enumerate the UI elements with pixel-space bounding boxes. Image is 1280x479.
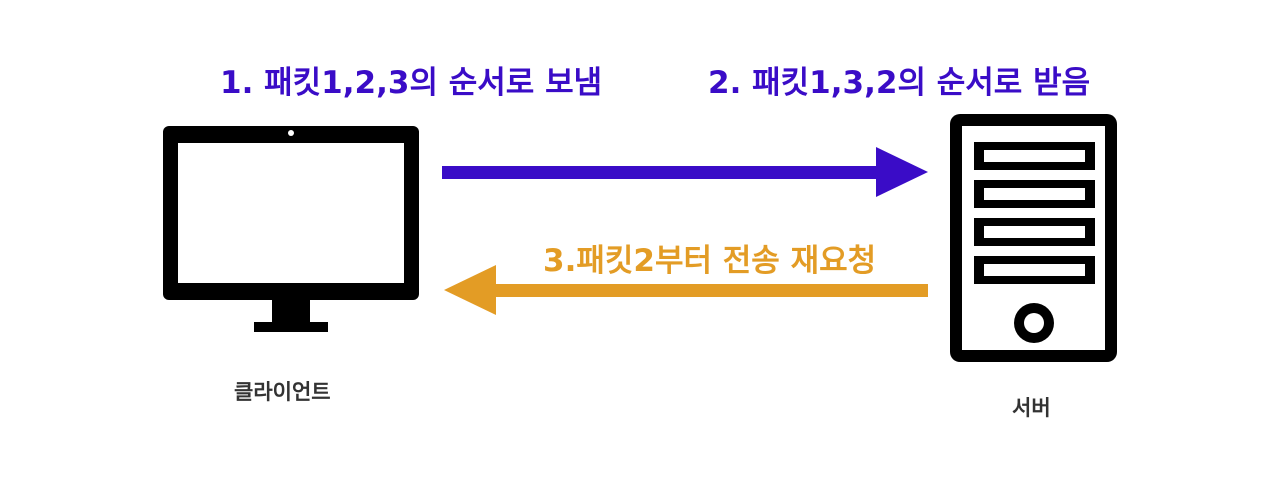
client-label: 클라이언트 [234, 380, 331, 404]
server-tower-icon [950, 114, 1117, 362]
server-label: 서버 [1012, 396, 1051, 420]
retransmit-arrow [444, 265, 928, 315]
step-3-label: 3.패킷2부터 전송 재요청 [543, 243, 877, 279]
send-arrow [442, 147, 928, 197]
step-1-label: 1. 패킷1,2,3의 순서로 보냄 [220, 65, 603, 101]
step-2-label: 2. 패킷1,3,2의 순서로 받음 [708, 65, 1091, 101]
client-monitor-icon [163, 126, 419, 332]
